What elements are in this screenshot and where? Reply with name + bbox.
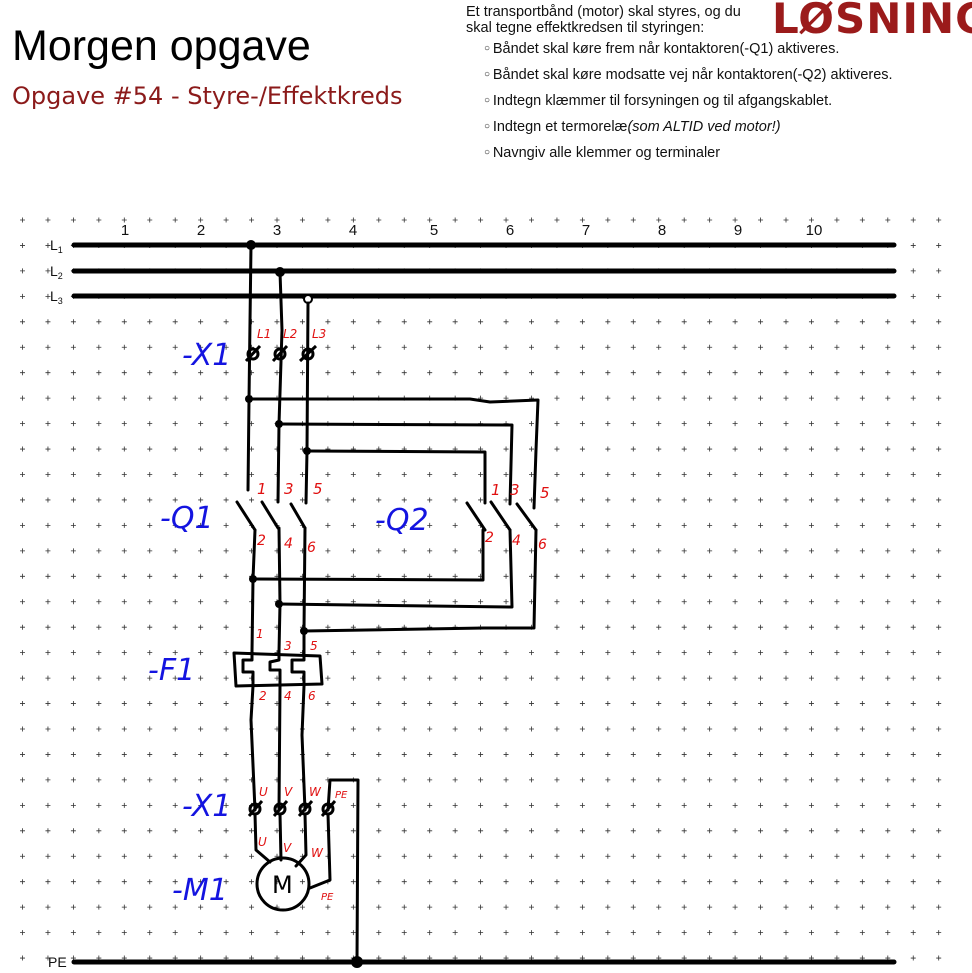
svg-text:4: 4 — [284, 689, 292, 703]
rail-pe-label: PE — [48, 954, 67, 970]
task-item: Båndet skal køre modsatte vej når kontak… — [484, 67, 956, 83]
page-subtitle: Opgave #54 - Styre-/Effektkreds — [12, 82, 403, 110]
svg-text:PE: PE — [335, 790, 348, 801]
column-number: 3 — [273, 222, 281, 239]
svg-text:V: V — [284, 785, 293, 799]
svg-text:5: 5 — [540, 484, 550, 502]
svg-text:U: U — [259, 785, 268, 799]
svg-text:3: 3 — [510, 481, 520, 499]
svg-text:1: 1 — [491, 481, 501, 499]
svg-text:2: 2 — [485, 530, 494, 546]
svg-text:6: 6 — [538, 537, 547, 553]
svg-text:5: 5 — [310, 639, 318, 653]
task-intro: Et transportbånd (motor) skal styres, og… — [466, 4, 741, 36]
column-number: 2 — [197, 222, 205, 239]
f1-relay-box — [232, 651, 324, 688]
task-item: Navngiv alle klemmer og terminaler — [484, 145, 956, 161]
page-title: Morgen opgave — [12, 22, 311, 70]
component-labels: -X1 -Q1 -Q2 -F1 -X1 -M1 — [148, 338, 429, 908]
svg-text:PE: PE — [321, 892, 334, 903]
column-number: 5 — [430, 222, 438, 239]
task-item: Båndet skal køre frem når kontaktoren(-Q… — [484, 41, 956, 57]
column-number: 7 — [582, 222, 590, 239]
svg-text:3: 3 — [284, 639, 292, 653]
motor-symbol — [255, 856, 311, 912]
rail-l2-label: L2 — [50, 263, 63, 281]
svg-text:W: W — [311, 846, 324, 860]
svg-text:5: 5 — [313, 480, 323, 498]
task-item: Indtegn klæmmer til forsyningen og til a… — [484, 93, 956, 109]
column-number: 1 — [121, 222, 129, 239]
m1-label: -M1 — [172, 873, 228, 908]
svg-text:1: 1 — [257, 480, 267, 498]
task-item-note: (som ALTID ved motor!) — [627, 119, 781, 135]
q2-label: -Q2 — [375, 503, 429, 538]
rail-l1-label: L1 — [50, 237, 63, 255]
svg-text:L2: L2 — [283, 327, 297, 341]
svg-text:2: 2 — [257, 533, 266, 549]
svg-text:L1: L1 — [257, 327, 271, 341]
task-item-text: Indtegn et termorelæ — [492, 119, 628, 135]
column-number: 9 — [734, 222, 742, 239]
rail-l3-label: L3 — [50, 288, 63, 306]
svg-text:4: 4 — [512, 533, 521, 549]
svg-text:W: W — [309, 785, 322, 799]
wiring: M — [232, 240, 540, 968]
svg-text:V: V — [283, 841, 292, 855]
column-number: 10 — [806, 222, 823, 239]
grid-dots — [20, 217, 942, 961]
svg-text:6: 6 — [308, 689, 316, 703]
task-item: Indtegn et termorelæ(som ALTID ved motor… — [484, 119, 956, 135]
motor-label: M — [272, 871, 293, 899]
q1-label: -Q1 — [160, 501, 214, 536]
column-number: 8 — [658, 222, 666, 239]
f1-label: -F1 — [148, 653, 195, 688]
svg-text:U: U — [258, 835, 267, 849]
svg-text:1: 1 — [256, 627, 264, 641]
x1-top-label: -X1 — [182, 338, 231, 373]
svg-text:4: 4 — [284, 536, 293, 552]
bus-bars — [71, 242, 897, 965]
solution-stamp: LØSNING — [772, 0, 972, 43]
svg-text:L3: L3 — [312, 327, 326, 341]
column-numbers: 1 2 3 4 5 6 7 8 9 10 — [121, 222, 823, 239]
rail-labels: L1 L2 L3 PE — [48, 237, 67, 970]
column-number: 4 — [349, 222, 357, 239]
column-number: 6 — [506, 222, 514, 239]
svg-text:6: 6 — [307, 540, 316, 556]
x1-bottom-label: -X1 — [182, 789, 231, 824]
task-description: Et transportbånd (motor) skal styres, og… — [466, 4, 956, 171]
svg-text:2: 2 — [259, 689, 267, 703]
svg-text:3: 3 — [284, 480, 294, 498]
grid-crosses — [20, 217, 942, 961]
